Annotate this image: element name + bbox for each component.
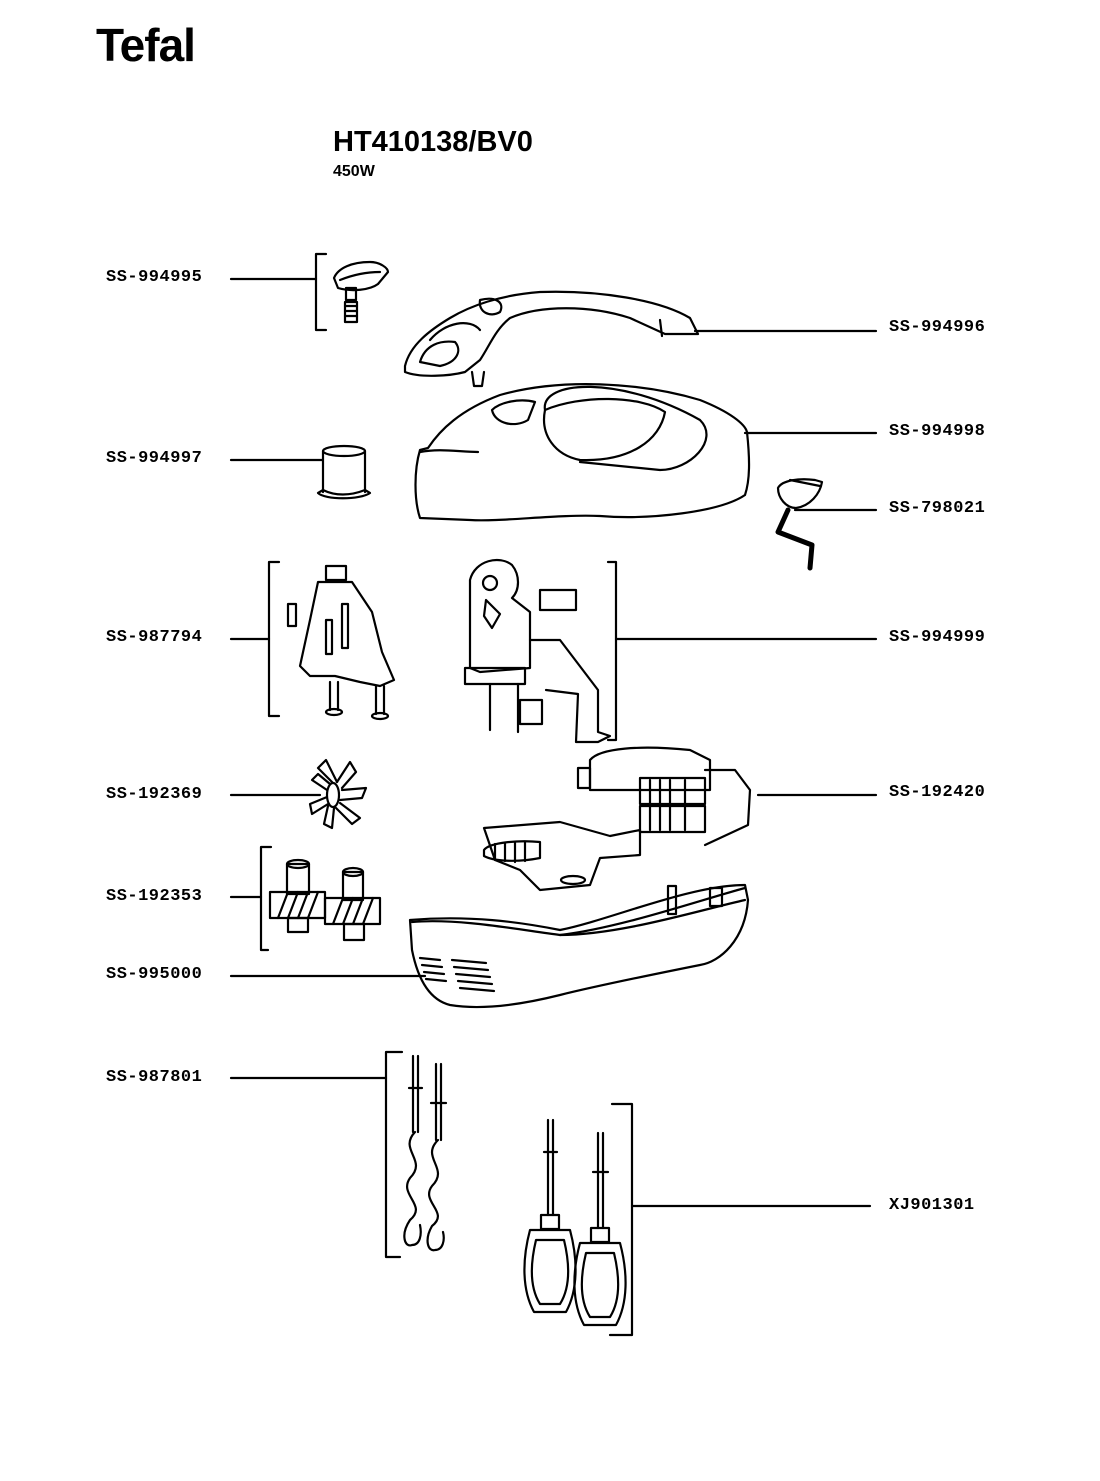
part-label-ss-994998: SS-994998 xyxy=(889,422,986,441)
fan-icon xyxy=(310,760,366,828)
button-with-spring-icon xyxy=(334,262,388,322)
ejector-assembly-icon xyxy=(288,566,394,719)
beaters-icon xyxy=(524,1120,625,1325)
part-label-ss-994999: SS-994999 xyxy=(889,628,986,647)
upper-housing-icon xyxy=(416,384,750,520)
part-label-ss-192369: SS-192369 xyxy=(106,785,203,804)
part-label-ss-994997: SS-994997 xyxy=(106,449,203,468)
power-cord-clip-icon xyxy=(778,479,822,568)
part-label-xj901301: XJ901301 xyxy=(889,1196,975,1215)
leader-lines-right xyxy=(608,331,876,1335)
model-number: HT410138/BV0 xyxy=(333,126,533,158)
power-rating: 450W xyxy=(333,163,375,180)
brand-logo: Tefal xyxy=(96,19,196,71)
switch-board-assembly-icon xyxy=(465,560,610,742)
part-label-ss-987794: SS-987794 xyxy=(106,628,203,647)
bottom-housing-icon xyxy=(410,885,748,1007)
leader-lines-left xyxy=(231,254,425,1257)
dough-hooks-icon xyxy=(404,1056,446,1250)
part-label-ss-192353: SS-192353 xyxy=(106,887,203,906)
gear-pair-icon xyxy=(270,860,380,940)
vent-slots xyxy=(420,958,494,991)
part-label-ss-994996: SS-994996 xyxy=(889,318,986,337)
cap-icon xyxy=(318,446,370,498)
handle-icon xyxy=(405,292,698,386)
part-label-ss-192420: SS-192420 xyxy=(889,783,986,802)
motor-icon xyxy=(484,748,750,890)
part-label-ss-995000: SS-995000 xyxy=(106,965,203,984)
part-label-ss-987801: SS-987801 xyxy=(106,1068,203,1087)
part-label-ss-994995: SS-994995 xyxy=(106,268,203,287)
part-label-ss-798021: SS-798021 xyxy=(889,499,986,518)
